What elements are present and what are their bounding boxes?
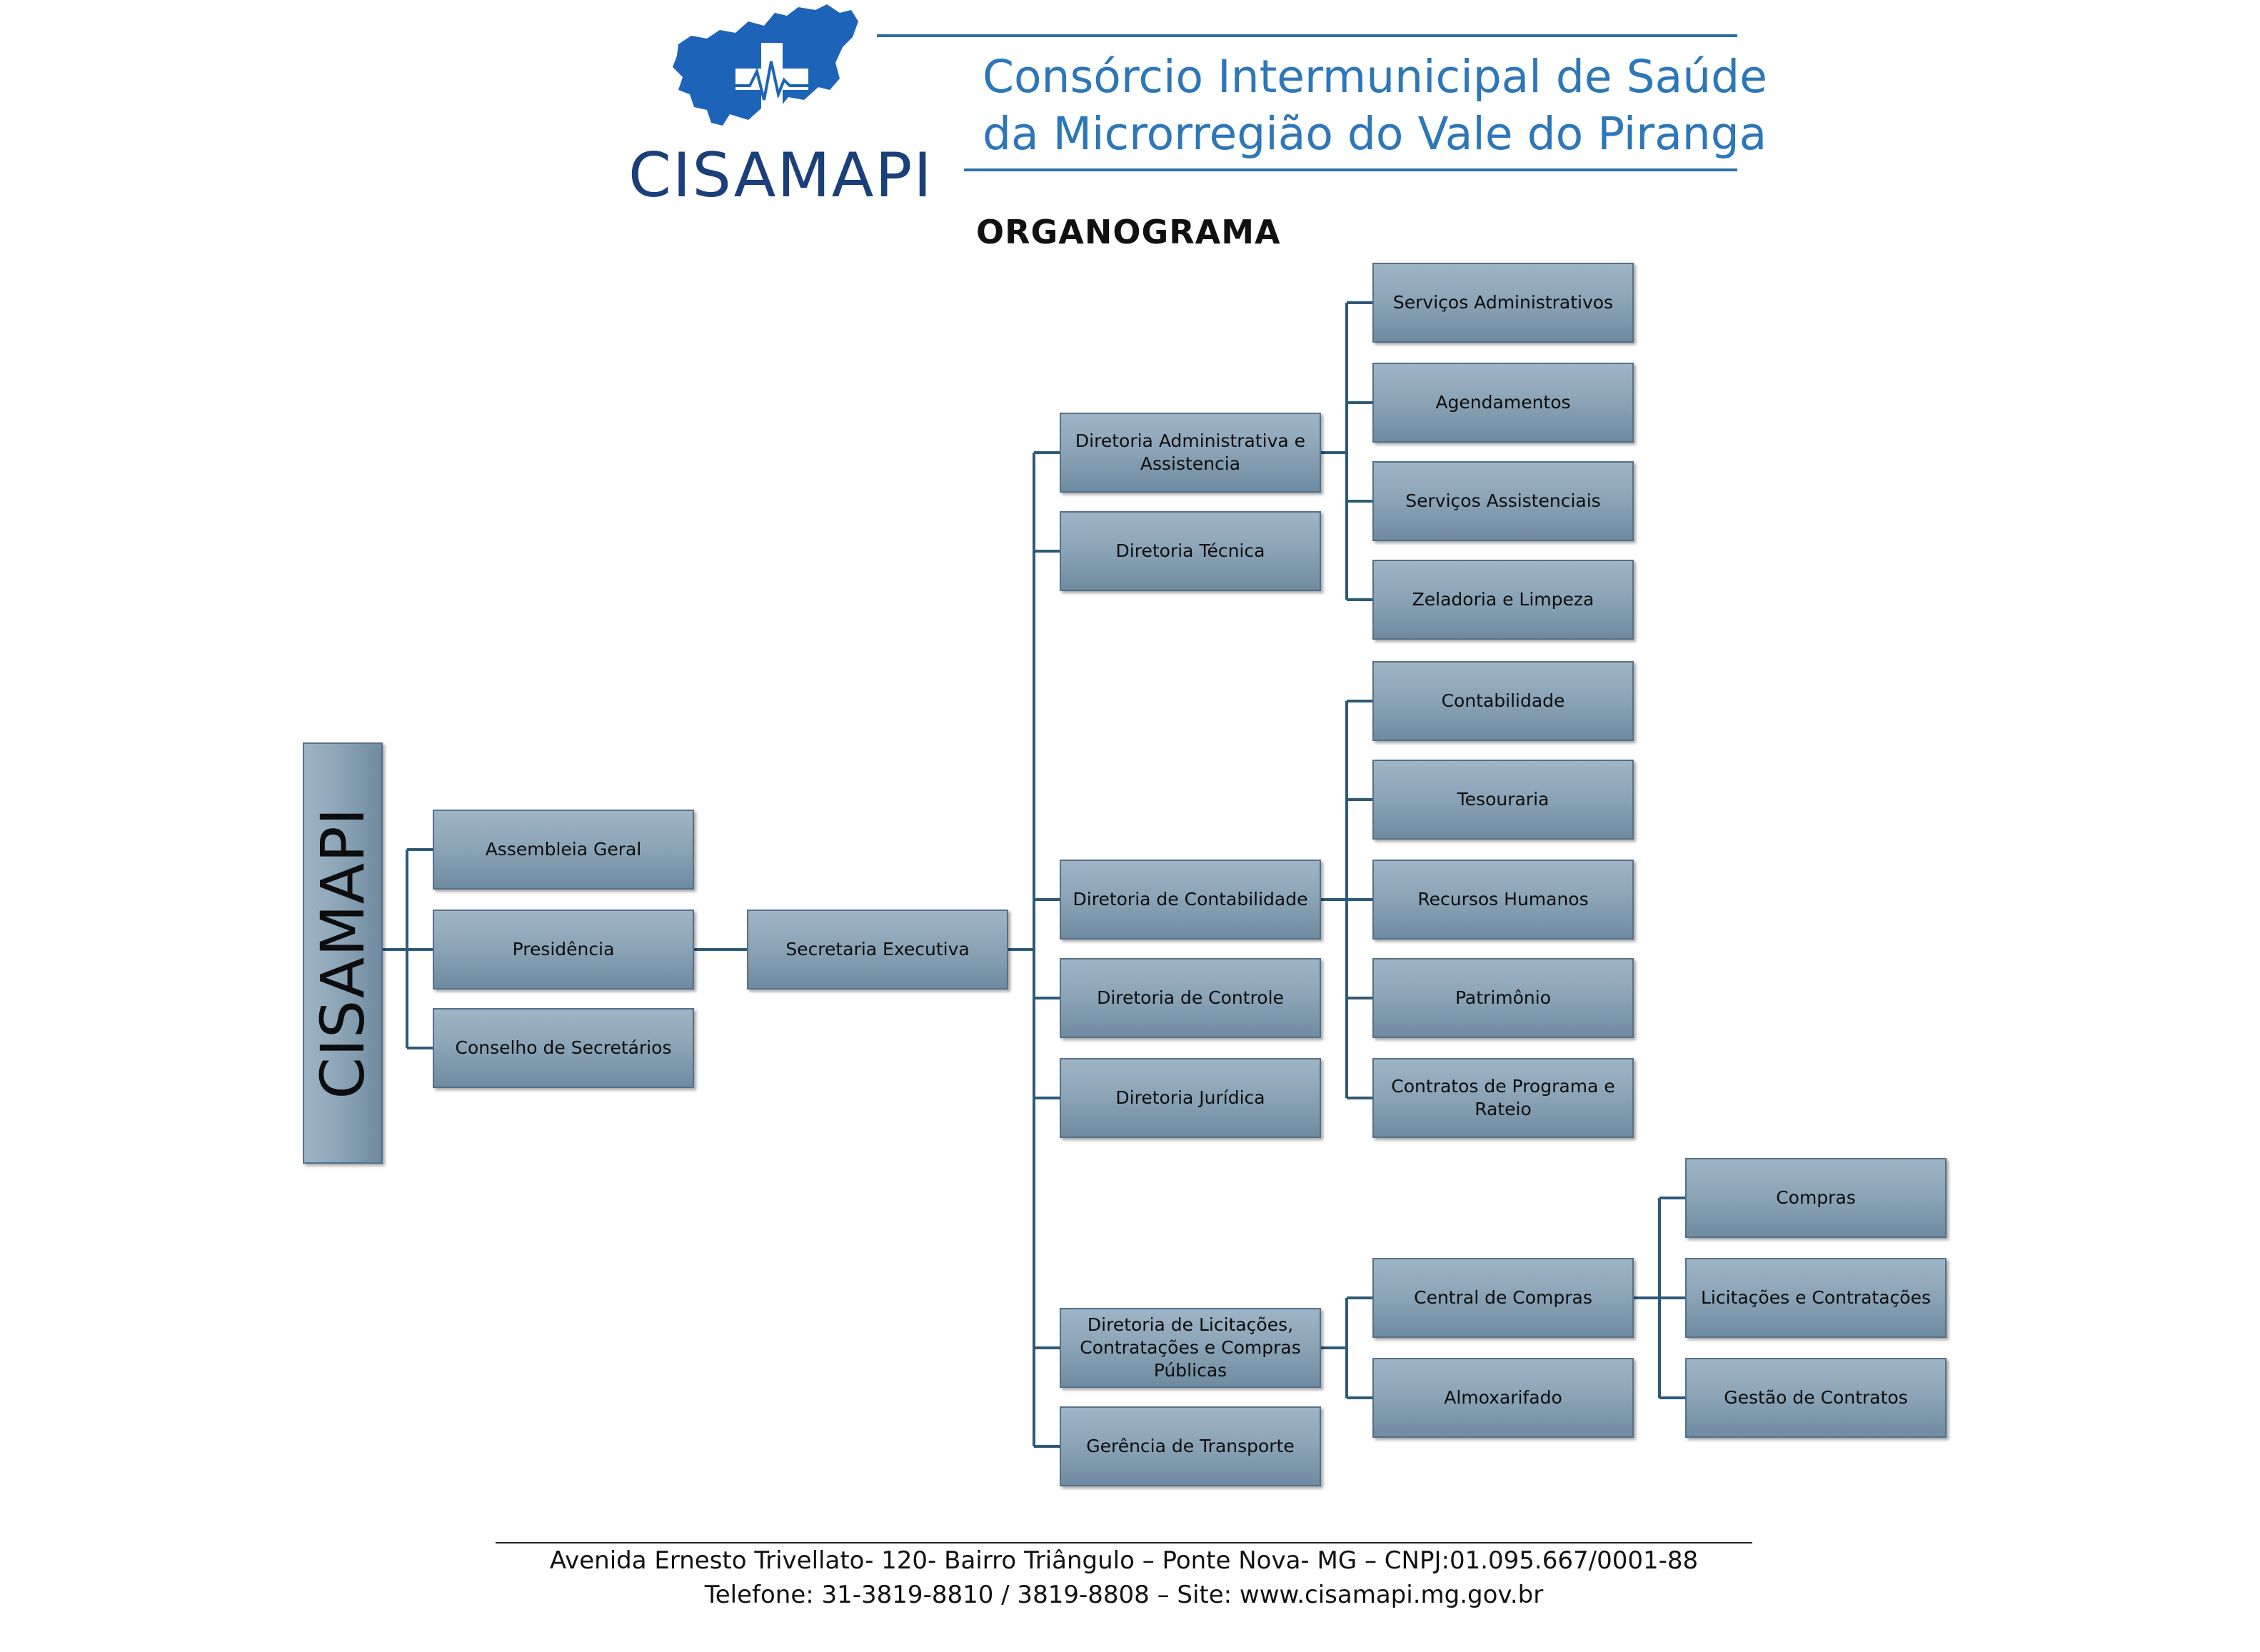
org-root-box: CISAMAPI	[303, 742, 383, 1164]
zeladoria-limpeza-box: Zeladoria e Limpeza	[1372, 560, 1634, 640]
almoxarifado-box: Almoxarifado	[1372, 1358, 1634, 1438]
header-title-line1: Consórcio Intermunicipal de Saúde	[983, 51, 1767, 103]
diretoria-tecnica-box: Diretoria Técnica	[1060, 511, 1321, 591]
gerencia-transporte-box: Gerência de Transporte	[1060, 1406, 1321, 1486]
agendamentos-box: Agendamentos	[1372, 363, 1634, 443]
diretoria-administrativa-box: Diretoria Administrativa e Assistencia	[1060, 413, 1321, 493]
compras-box: Compras	[1685, 1158, 1947, 1238]
servicos-assistenciais-box: Serviços Assistenciais	[1372, 461, 1634, 541]
diretoria-controle-box: Diretoria de Controle	[1060, 958, 1321, 1038]
contratos-programa-rateio-box: Contratos de Programa e Rateio	[1372, 1058, 1634, 1138]
diretoria-licitacoes-box: Diretoria de Licitações, Contratações e …	[1060, 1308, 1321, 1388]
header-top-rule	[877, 34, 1737, 37]
footer-address: Avenida Ernesto Trivellato- 120- Bairro …	[549, 1546, 1699, 1575]
assembleia-geral-box: Assembleia Geral	[433, 810, 694, 890]
secretaria-executiva-box: Secretaria Executiva	[747, 910, 1008, 989]
central-compras-box: Central de Compras	[1372, 1258, 1634, 1338]
recursos-humanos-box: Recursos Humanos	[1372, 860, 1634, 940]
header-title-line2: da Microrregião do Vale do Piranga	[983, 108, 1767, 160]
contabilidade-box: Contabilidade	[1372, 661, 1634, 741]
map-cross-logo-icon	[673, 4, 858, 126]
tesouraria-box: Tesouraria	[1372, 760, 1634, 840]
diretoria-juridica-box: Diretoria Jurídica	[1060, 1058, 1321, 1138]
conselho-secretarios-box: Conselho de Secretários	[433, 1008, 694, 1088]
logo-text: CISAMAPI	[628, 140, 933, 211]
footer-contact: Telefone: 31-3819-8810 / 3819-8808 – Sit…	[704, 1581, 1544, 1609]
header-bottom-rule	[964, 168, 1737, 171]
footer-rule	[496, 1542, 1752, 1543]
patrimonio-box: Patrimônio	[1372, 958, 1634, 1038]
servicos-administrativos-box: Serviços Administrativos	[1372, 263, 1634, 343]
logo: CISAMAPI	[628, 0, 932, 214]
page-title: ORGANOGRAMA	[976, 213, 1281, 251]
licitacoes-contratacoes-box: Licitações e Contratações	[1685, 1258, 1947, 1338]
org-root-label: CISAMAPI	[308, 807, 378, 1099]
diretoria-contabilidade-box: Diretoria de Contabilidade	[1060, 860, 1321, 940]
presidencia-box: Presidência	[433, 910, 694, 989]
gestao-contratos-box: Gestão de Contratos	[1685, 1358, 1947, 1438]
